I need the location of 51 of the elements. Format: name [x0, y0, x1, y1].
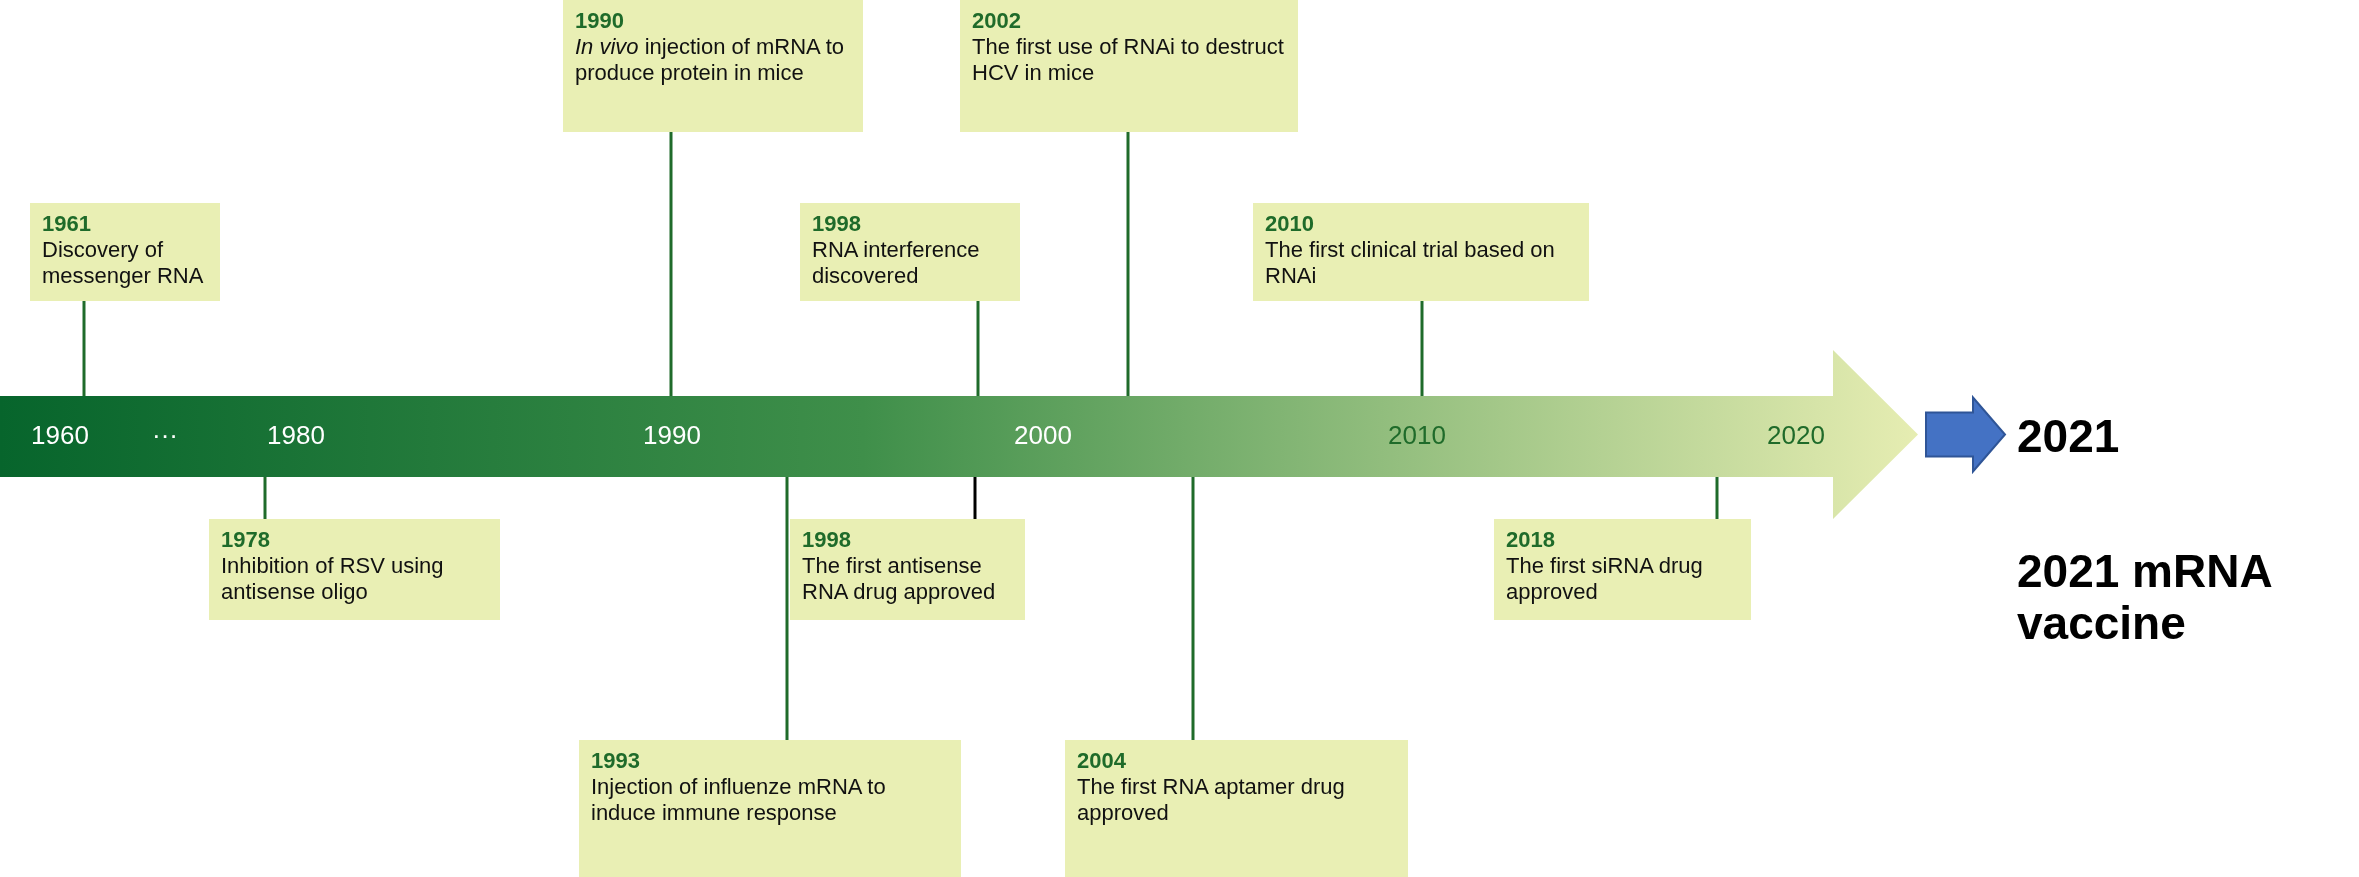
leader-line — [1715, 477, 1719, 519]
event-year: 1990 — [575, 8, 624, 34]
event-card — [563, 0, 863, 132]
event-year: 1998 — [812, 211, 861, 237]
event-year: 1998 — [802, 527, 851, 553]
event-description: The first clinical trial based on RNAi — [1265, 237, 1556, 289]
event-description: RNA interference discovered — [812, 237, 981, 289]
year-tick-label: 1990 — [643, 419, 701, 450]
year-tick-label: ··· — [152, 419, 178, 450]
leader-line — [82, 301, 86, 396]
year-tick-label: 2000 — [1014, 419, 1072, 450]
event-card — [1253, 203, 1589, 301]
event-card — [790, 519, 1025, 620]
year-tick-label: 1960 — [31, 419, 89, 450]
event-description: The first RNA aptamer drug approved — [1077, 774, 1346, 826]
leader-line — [973, 477, 977, 519]
leader-line — [669, 132, 673, 396]
event-year: 2002 — [972, 8, 1021, 34]
year-tick-label: 1980 — [267, 419, 325, 450]
event-description: The first siRNA drug approved — [1506, 553, 1704, 605]
event-card — [579, 740, 961, 877]
leader-line — [1191, 477, 1195, 740]
leader-line — [976, 301, 980, 396]
event-year: 2004 — [1077, 748, 1126, 774]
event-description: Inhibition of RSV using antisense oligo — [221, 553, 445, 605]
event-year: 1961 — [42, 211, 91, 237]
year-label: 2021 — [2017, 410, 2120, 462]
event-card — [800, 203, 1020, 301]
event-card — [30, 203, 220, 301]
event-description: In vivo injection of mRNA to produce protein in mice — [575, 34, 846, 86]
event-card — [209, 519, 500, 620]
block-arrow — [1925, 394, 2007, 475]
event-card — [960, 0, 1298, 132]
year-tick-label: 2020 — [1767, 419, 1825, 450]
year-tick-label: 2010 — [1388, 419, 1446, 450]
event-card — [1065, 740, 1408, 877]
event-year: 2018 — [1506, 527, 1555, 553]
event-year: 2010 — [1265, 211, 1314, 237]
event-card — [1494, 519, 1751, 620]
event-year: 1993 — [591, 748, 640, 774]
timeline-arrow — [0, 350, 1918, 519]
milestone-note: 2021 mRNA vaccine — [2017, 545, 2273, 649]
event-description: The first use of RNAi to destruct HCV in mice — [972, 34, 1285, 86]
leader-line — [263, 477, 267, 519]
event-description: Discovery of messenger RNA — [42, 237, 205, 289]
event-description: The first antisense RNA drug approved — [802, 553, 997, 605]
leader-line — [1126, 132, 1130, 396]
event-year: 1978 — [221, 527, 270, 553]
event-description: Injection of influenze mRNA to induce immune response — [591, 774, 887, 826]
leader-line — [785, 477, 789, 740]
leader-line — [1420, 301, 1424, 396]
